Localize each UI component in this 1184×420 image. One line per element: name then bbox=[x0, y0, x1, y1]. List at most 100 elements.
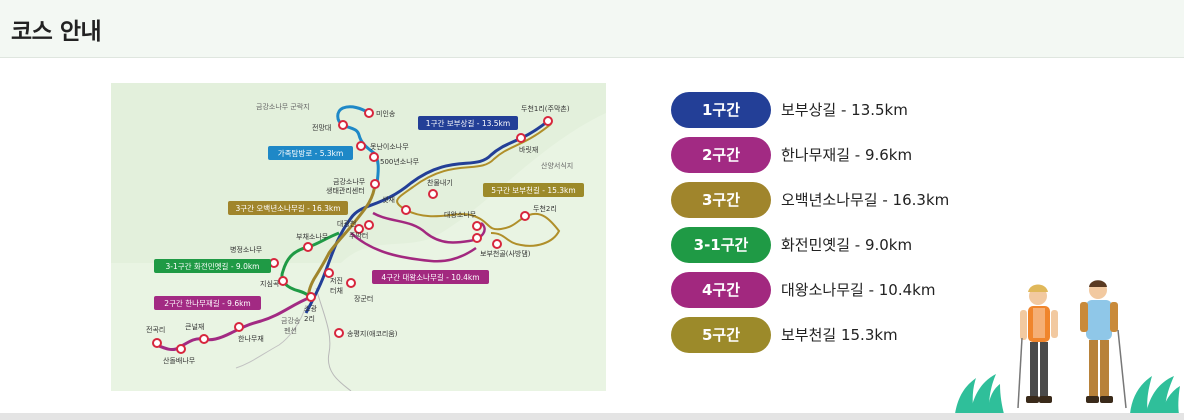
label-songpyeong: 송평지(애코리움) bbox=[347, 329, 398, 338]
node-miinsong bbox=[364, 108, 374, 118]
node-hannamu bbox=[234, 322, 244, 332]
node-jeojin bbox=[324, 268, 334, 278]
legend-item-section-5: 5구간 보부천길 15.3km bbox=[671, 317, 971, 353]
node-jumaktoe bbox=[364, 220, 374, 230]
node-jisimgok bbox=[278, 276, 288, 286]
section-3-pill[interactable]: 3구간 bbox=[671, 182, 771, 218]
section-5-pill[interactable]: 5구간 bbox=[671, 317, 771, 353]
route-section-4 bbox=[350, 211, 486, 263]
section-4-pill[interactable]: 4구간 bbox=[671, 272, 771, 308]
node-daewang bbox=[472, 221, 482, 231]
node-jeongok bbox=[152, 338, 162, 348]
label-janggun: 장군터 bbox=[354, 294, 373, 303]
node-center bbox=[370, 179, 380, 189]
road-line bbox=[315, 287, 352, 391]
badge-section-3: 3구간 오백년소나무길 - 16.3km bbox=[235, 203, 340, 213]
legend-item-section-3-1: 3-1구간 화전민옛길 - 9.0km bbox=[671, 227, 971, 263]
label-saetjae: 샛재 bbox=[382, 195, 395, 204]
plant-right bbox=[1130, 376, 1180, 414]
section-2-pill[interactable]: 2구간 bbox=[671, 137, 771, 173]
badge-section-1: 1구간 보부상길 - 13.5km bbox=[426, 118, 510, 128]
legend-item-section-2: 2구간 한나무재길 - 9.6km bbox=[671, 137, 971, 173]
road-line-west bbox=[235, 304, 307, 369]
label-gungraksi: 금강소나무 군락지 bbox=[256, 102, 310, 111]
section-2-desc: 한나무재길 - 9.6km bbox=[781, 146, 913, 164]
label-buchae: 부채소나무 bbox=[296, 232, 329, 241]
node-ducheon1 bbox=[543, 116, 553, 126]
page-title: 코스 안내 bbox=[11, 19, 102, 45]
hiker-male bbox=[1080, 280, 1127, 409]
map-badges: 1구간 보부상길 - 13.5km 가족탐방로 - 5.3km 5구간 보부천길… bbox=[154, 116, 584, 310]
badge-section-3-bg bbox=[228, 201, 348, 215]
label-jeongok: 전곡리 bbox=[146, 325, 165, 334]
label-sandol: 산돌배나무 bbox=[163, 356, 196, 365]
node-500 bbox=[369, 152, 379, 162]
section-3-1-pill[interactable]: 3-1구간 bbox=[671, 227, 771, 263]
hikers-svg bbox=[955, 280, 1180, 414]
label-chanmul: 찬물내기 bbox=[427, 178, 453, 187]
hikers-illustration bbox=[950, 268, 1184, 414]
route-section-5 bbox=[396, 123, 561, 247]
label-jeojin-2: 터채 bbox=[330, 286, 343, 295]
label-motnan: 못난이소나무 bbox=[370, 142, 409, 151]
label-baritjae: 바릿재 bbox=[519, 145, 538, 154]
label-sanyang: 산양서식지 bbox=[541, 161, 573, 170]
label-hannamu: 한나무재 bbox=[238, 334, 264, 343]
node-bobucheon bbox=[492, 239, 502, 249]
label-daegwang: 대광천 bbox=[337, 219, 356, 228]
badge-side-trail: 가족탐방로 - 5.3km bbox=[278, 148, 344, 158]
plant-left bbox=[955, 374, 1004, 414]
node-motnan bbox=[356, 141, 366, 151]
label-keunneol: 큰널재 bbox=[185, 322, 204, 331]
label-jisimgok: 지심곡 bbox=[260, 279, 280, 288]
course-map: 1구간 보부상길 - 13.5km 가족탐방로 - 5.3km 5구간 보부천길… bbox=[111, 83, 606, 391]
label-gangsong-1: 금강송 bbox=[281, 316, 301, 325]
node-keunneol bbox=[199, 334, 209, 344]
badge-section-1-bg bbox=[418, 116, 518, 130]
node-janggun bbox=[346, 278, 356, 288]
node-daegwang bbox=[354, 224, 364, 234]
map-nodes bbox=[152, 108, 553, 354]
badge-section-2-bg bbox=[154, 296, 261, 310]
node-chanmul bbox=[428, 189, 438, 199]
label-500: 500년소나무 bbox=[380, 157, 420, 166]
section-3-desc: 오백년소나무길 - 16.3km bbox=[781, 191, 950, 209]
badge-side-trail-bg bbox=[268, 146, 353, 160]
badge-section-5-bg bbox=[483, 183, 584, 197]
route-section-2 bbox=[155, 295, 312, 351]
node-sinseong bbox=[472, 233, 482, 243]
badge-section-2: 2구간 한나무재길 - 9.6km bbox=[164, 298, 251, 308]
label-center-2: 생태관리센터 bbox=[326, 186, 365, 195]
label-ducheon1: 두천1리(주막촌) bbox=[521, 104, 570, 113]
label-sogwang-2: 2리 bbox=[304, 314, 315, 323]
route-section-1 bbox=[304, 119, 549, 314]
label-gangsong-2: 펜션 bbox=[284, 326, 297, 335]
node-byeongjeong bbox=[269, 258, 279, 268]
node-sogwang bbox=[306, 292, 316, 302]
section-4-desc: 대왕소나무길 - 10.4km bbox=[781, 281, 936, 299]
node-sandol bbox=[176, 344, 186, 354]
label-ducheon2: 두천2리 bbox=[533, 204, 557, 213]
section-1-desc: 보부상길 - 13.5km bbox=[781, 101, 908, 119]
course-map-svg: 1구간 보부상길 - 13.5km 가족탐방로 - 5.3km 5구간 보부천길… bbox=[111, 83, 606, 391]
legend-item-section-3: 3구간 오백년소나무길 - 16.3km bbox=[671, 182, 971, 218]
page-header: 코스 안내 bbox=[0, 0, 1184, 58]
label-center-1: 금강소나무 bbox=[333, 177, 366, 186]
section-1-pill[interactable]: 1구간 bbox=[671, 92, 771, 128]
label-byeongjeong: 병정소나무 bbox=[230, 245, 263, 254]
node-ducheon2 bbox=[520, 211, 530, 221]
badge-section-4-bg bbox=[372, 270, 489, 284]
bottom-divider bbox=[0, 413, 1184, 420]
route-section-3-1 bbox=[280, 231, 340, 299]
legend-item-section-1: 1구간 보부상길 - 13.5km bbox=[671, 92, 971, 128]
section-5-desc: 보부천길 15.3km bbox=[781, 326, 898, 344]
map-labels: 금강소나무 군락지 미인송 전망대 못난이소나무 500년소나무 금강소나무 생… bbox=[146, 102, 573, 365]
label-miinsong: 미인송 bbox=[376, 109, 396, 118]
label-daewang: 대왕소나무 bbox=[444, 210, 477, 219]
badge-section-3-1: 3-1구간 화전민옛길 - 9.0km bbox=[166, 261, 260, 271]
label-jeonmangdae: 전망대 bbox=[312, 123, 331, 132]
badge-section-4: 4구간 대왕소나무길 - 10.4km bbox=[381, 272, 479, 282]
label-bobucheon: 보부천골(사방댐) bbox=[480, 249, 531, 258]
route-section-3 bbox=[307, 183, 377, 298]
